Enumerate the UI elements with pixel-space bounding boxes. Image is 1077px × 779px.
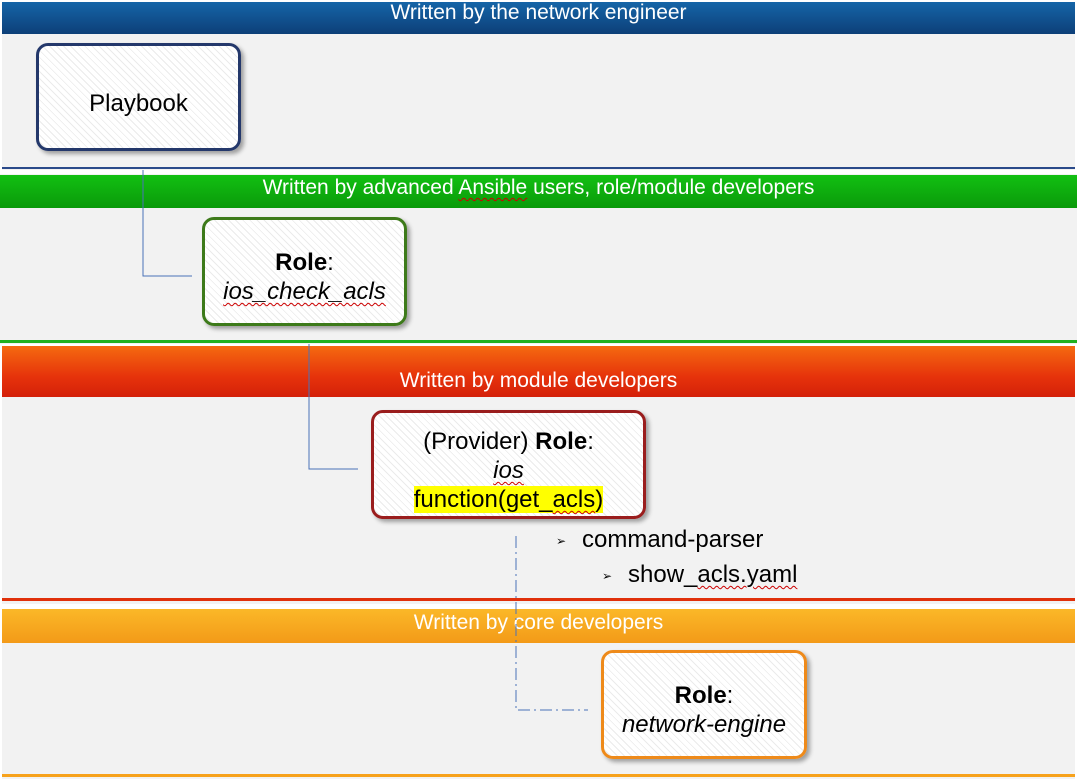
band-title-suffix: users, role/module developers	[527, 176, 815, 199]
arrow-bullet-icon: ➢	[602, 568, 613, 583]
band-title-ansible: Ansible	[458, 176, 528, 199]
band-divider	[0, 340, 1077, 343]
role-ios-check-acls-box[interactable]: Role: ios_check_acls	[202, 217, 407, 326]
band-core-developers: Written by core developers	[2, 609, 1075, 779]
provider-role-ios-box[interactable]: (Provider) Role: ios function(get_acls)	[371, 410, 646, 519]
arrow-bullet-icon: ➢	[556, 533, 567, 548]
role-keyword: Role	[275, 249, 328, 276]
bullet-text-prefix: show_	[628, 561, 698, 588]
role-keyword: Role	[674, 682, 727, 709]
band-advanced-users: Written by advanced Ansible users, role/…	[0, 174, 1077, 344]
band-title-prefix: Written by advanced	[262, 176, 459, 199]
function-suffix: )	[595, 486, 604, 513]
bullet-text-word: acls.yaml	[697, 561, 798, 588]
bullet-text: command-parser	[582, 526, 764, 553]
band-divider	[2, 598, 1075, 601]
bullet-command-parser: ➢ command-parser	[556, 526, 763, 554]
function-word: acls	[552, 486, 596, 513]
band-divider	[2, 167, 1075, 169]
band-title: Written by module developers	[399, 369, 678, 392]
role-name: ios_check_acls	[223, 278, 386, 305]
playbook-box[interactable]: Playbook	[36, 43, 241, 151]
band-header-network-engineer: Written by the network engineer	[2, 2, 1075, 34]
function-label: function(get_acls)	[413, 486, 604, 513]
playbook-label: Playbook	[89, 90, 188, 117]
role-name: network-engine	[621, 711, 787, 738]
band-header-module-developers: Written by module developers	[2, 346, 1075, 397]
band-title: Written by core developers	[413, 611, 664, 634]
band-divider	[2, 774, 1075, 777]
role-keyword: Role	[535, 428, 588, 455]
band-title: Written by the network engineer	[390, 1, 687, 24]
bullet-show-acls-yaml: ➢ show_acls.yaml	[602, 561, 797, 589]
connector-provider-to-engine	[515, 536, 588, 711]
function-prefix: function(get_	[413, 486, 553, 513]
role-colon: :	[726, 682, 734, 709]
connector-role-to-provider	[308, 344, 358, 470]
band-header-core-developers: Written by core developers	[2, 609, 1075, 643]
role-network-engine-box[interactable]: Role: network-engine	[601, 650, 807, 759]
role-colon: :	[587, 428, 594, 455]
band-header-advanced-users: Written by advanced Ansible users, role/…	[0, 175, 1077, 208]
band-module-developers: Written by module developers	[2, 346, 1075, 604]
role-name: ios	[493, 457, 524, 484]
connector-playbook-to-role	[142, 170, 192, 277]
role-colon: :	[327, 249, 334, 276]
provider-prefix: (Provider)	[423, 428, 536, 455]
